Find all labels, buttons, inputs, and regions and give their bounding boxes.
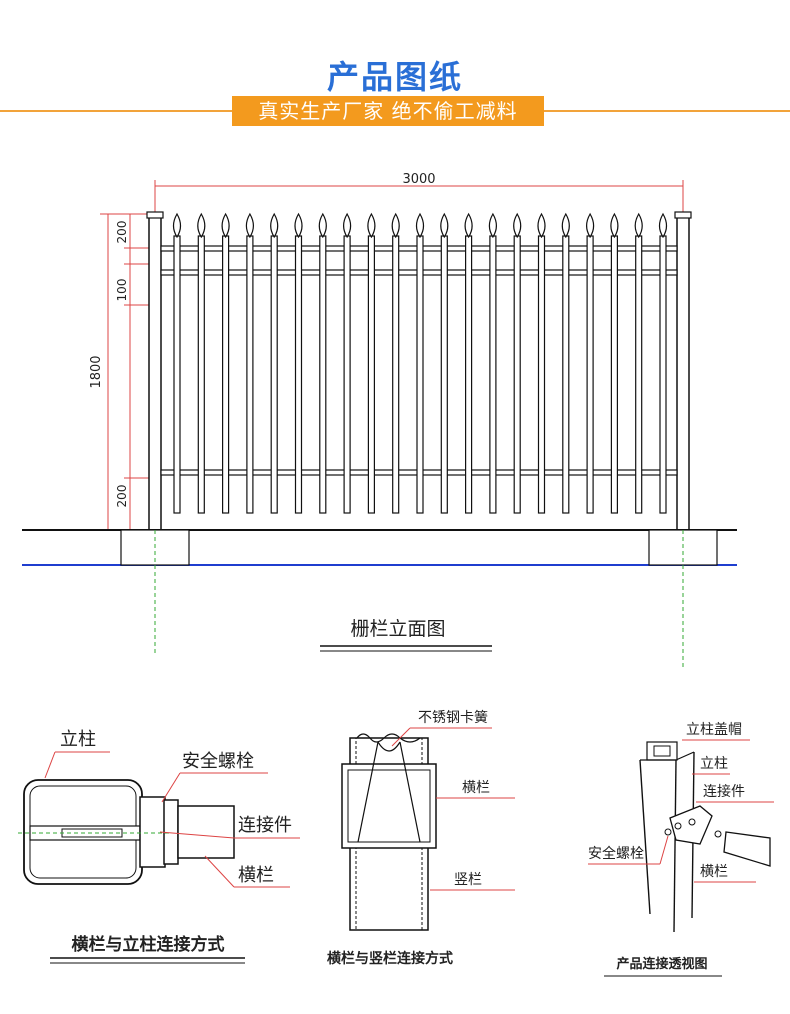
header-subtitle: 真实生产厂家 绝不偷工减料 — [232, 96, 544, 126]
picket — [464, 212, 473, 514]
detail-post-rail-caption: 横栏与立柱连接方式 — [72, 934, 225, 955]
picket — [586, 212, 595, 514]
elevation-caption: 栅栏立面图 — [350, 618, 445, 640]
picket — [197, 212, 206, 514]
height-dimension-label: 1800 — [89, 355, 104, 388]
label-post: 立柱 — [60, 729, 96, 750]
perspective-rail — [723, 831, 771, 867]
rail-section — [177, 805, 235, 859]
picket — [172, 212, 182, 514]
picket — [415, 212, 425, 514]
label-rail-2: 横栏 — [462, 780, 490, 796]
picket — [367, 212, 376, 514]
top-dimension-label: 200 — [115, 221, 129, 244]
label-cap: 立柱盖帽 — [686, 722, 742, 738]
label-connector-2: 连接件 — [703, 783, 745, 800]
label-bolt-2: 安全螺栓 — [588, 845, 644, 862]
picket — [440, 212, 449, 514]
stainless-spring-clip — [357, 741, 421, 843]
label-rail: 横栏 — [238, 865, 274, 886]
label-picket: 竖栏 — [454, 872, 482, 888]
width-dimension-label: 3000 — [402, 172, 435, 187]
page-title: 产品图纸 — [326, 58, 463, 96]
detail-rail-picket: 不锈钢卡簧 横栏 竖栏 横栏与竖栏连接方式 — [327, 710, 515, 967]
perspective-bolt — [664, 828, 672, 836]
label-post-2: 立柱 — [700, 756, 728, 772]
label-spring: 不锈钢卡簧 — [418, 710, 488, 726]
picket-group — [172, 212, 668, 514]
detail-post-rail: 立柱 安全螺栓 连接件 横栏 横栏与立柱连接方式 — [18, 729, 300, 964]
fence-elevation: 3000 1800 200 100 200 栅栏立面图 — [22, 172, 737, 670]
picket — [391, 212, 400, 514]
label-rail-3: 横栏 — [700, 864, 728, 880]
detail-perspective-caption: 产品连接透视图 — [616, 956, 707, 972]
picket — [270, 212, 279, 514]
picket — [634, 212, 643, 514]
picket — [513, 212, 522, 514]
picket — [561, 212, 570, 514]
perspective-post — [639, 759, 651, 915]
right-post — [676, 215, 690, 531]
right-post-cap — [674, 211, 692, 219]
picket — [221, 212, 230, 514]
detail-rail-picket-caption: 横栏与竖栏连接方式 — [327, 950, 453, 967]
picket — [294, 212, 303, 514]
picket — [318, 212, 327, 514]
left-post — [148, 215, 162, 531]
picket — [610, 212, 619, 514]
picket — [343, 212, 352, 514]
picket — [658, 212, 668, 514]
picket — [537, 212, 546, 514]
picket — [488, 212, 497, 514]
rail-gap-dimension-label: 100 — [115, 279, 129, 302]
detail-perspective: 立柱盖帽 立柱 连接件 安全螺栓 横栏 产品连接透视图 — [588, 722, 774, 977]
picket — [245, 212, 254, 514]
label-bolt: 安全螺栓 — [182, 751, 254, 772]
left-post-cap — [146, 211, 164, 219]
bottom-dimension-label: 200 — [115, 485, 129, 508]
label-connector: 连接件 — [238, 815, 292, 836]
